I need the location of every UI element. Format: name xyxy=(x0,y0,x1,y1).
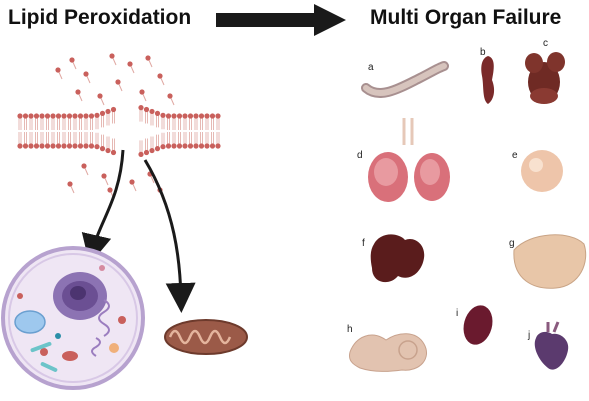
adrenal-icon xyxy=(525,52,565,104)
liver-icon xyxy=(370,234,425,283)
lung-icon xyxy=(368,118,450,202)
heart-icon xyxy=(534,321,569,370)
arrow-to-mitochondrion-icon xyxy=(143,159,196,313)
organ-label-b: b xyxy=(480,47,486,58)
stomach-icon xyxy=(349,333,427,372)
main-arrow-icon xyxy=(216,4,346,36)
intestine-icon xyxy=(361,61,449,98)
organ-label-h: h xyxy=(347,324,353,335)
mitochondrion-icon xyxy=(164,319,248,355)
organ-label-d: d xyxy=(357,150,363,161)
organ-label-f: f xyxy=(362,238,365,249)
organ-label-j: j xyxy=(528,330,531,341)
bladder-icon xyxy=(521,150,563,192)
organ-label-i: i xyxy=(456,308,459,319)
cell-icon xyxy=(1,246,145,390)
kidney-pale-icon xyxy=(513,234,587,289)
organ-label-c: c xyxy=(543,38,548,49)
lipid-peroxidation-title: Lipid Peroxidation xyxy=(8,6,192,29)
kidney-icon xyxy=(481,56,495,104)
organ-label-a: a xyxy=(368,62,374,73)
organ-label-e: e xyxy=(512,150,518,161)
organ-label-g: g xyxy=(509,238,515,249)
phospholipid-bilayer-icon xyxy=(17,105,221,157)
spleen-icon xyxy=(463,305,493,345)
multi-organ-failure-title: Multi Organ Failure xyxy=(370,6,562,29)
arrow-to-cell-icon xyxy=(81,149,125,265)
